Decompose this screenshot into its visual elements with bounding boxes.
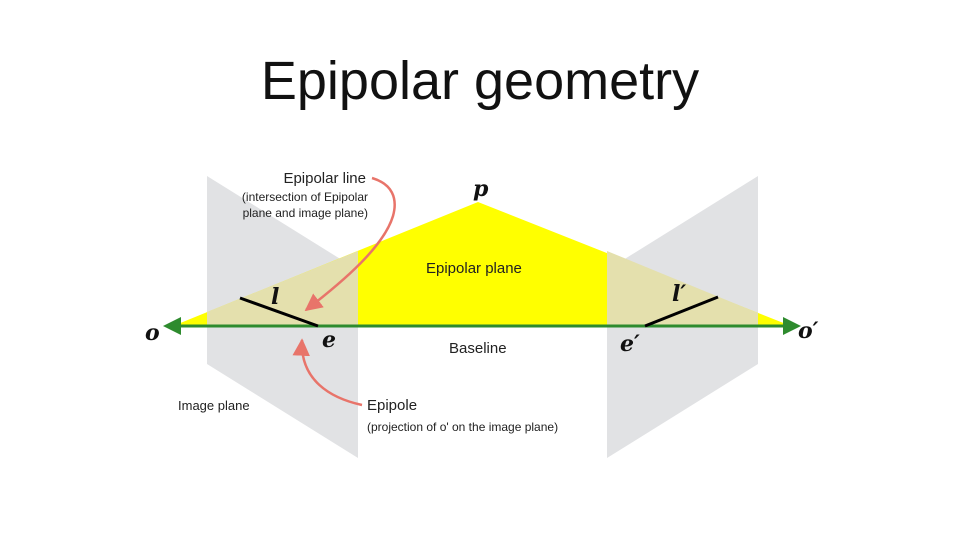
epipolar-line-label: Epipolar line (283, 170, 366, 187)
epipolar-line-right (644, 295, 719, 328)
baseline-label: Baseline (449, 340, 507, 357)
epipole-e-prime-symbol: e′ (620, 331, 640, 357)
epipolar-line-left (239, 296, 319, 328)
epipole-label: Epipole (367, 397, 418, 414)
epipolar-line-l-prime-symbol: l′ (672, 281, 687, 307)
right-plane-overlap (607, 251, 758, 326)
epipole-e-symbol: e (322, 327, 336, 353)
epipolar-plane-label: Epipolar plane (426, 260, 522, 277)
point-p-symbol: p (473, 176, 489, 202)
camera-center-o-prime-symbol: o′ (798, 318, 819, 344)
epipole-pointer (292, 338, 363, 407)
epipolar-line-l-symbol: l (271, 284, 280, 310)
epipole-note: (projection of o' on the image plane) (367, 420, 559, 434)
slide-title: Epipolar geometry (260, 51, 700, 111)
epipolar-line-note: (intersection of Epipolar plane and imag… (241, 190, 368, 221)
image-plane-label: Image plane (178, 398, 250, 413)
camera-center-o-symbol: o (145, 320, 160, 346)
epipolar-line-pointer (304, 176, 396, 312)
